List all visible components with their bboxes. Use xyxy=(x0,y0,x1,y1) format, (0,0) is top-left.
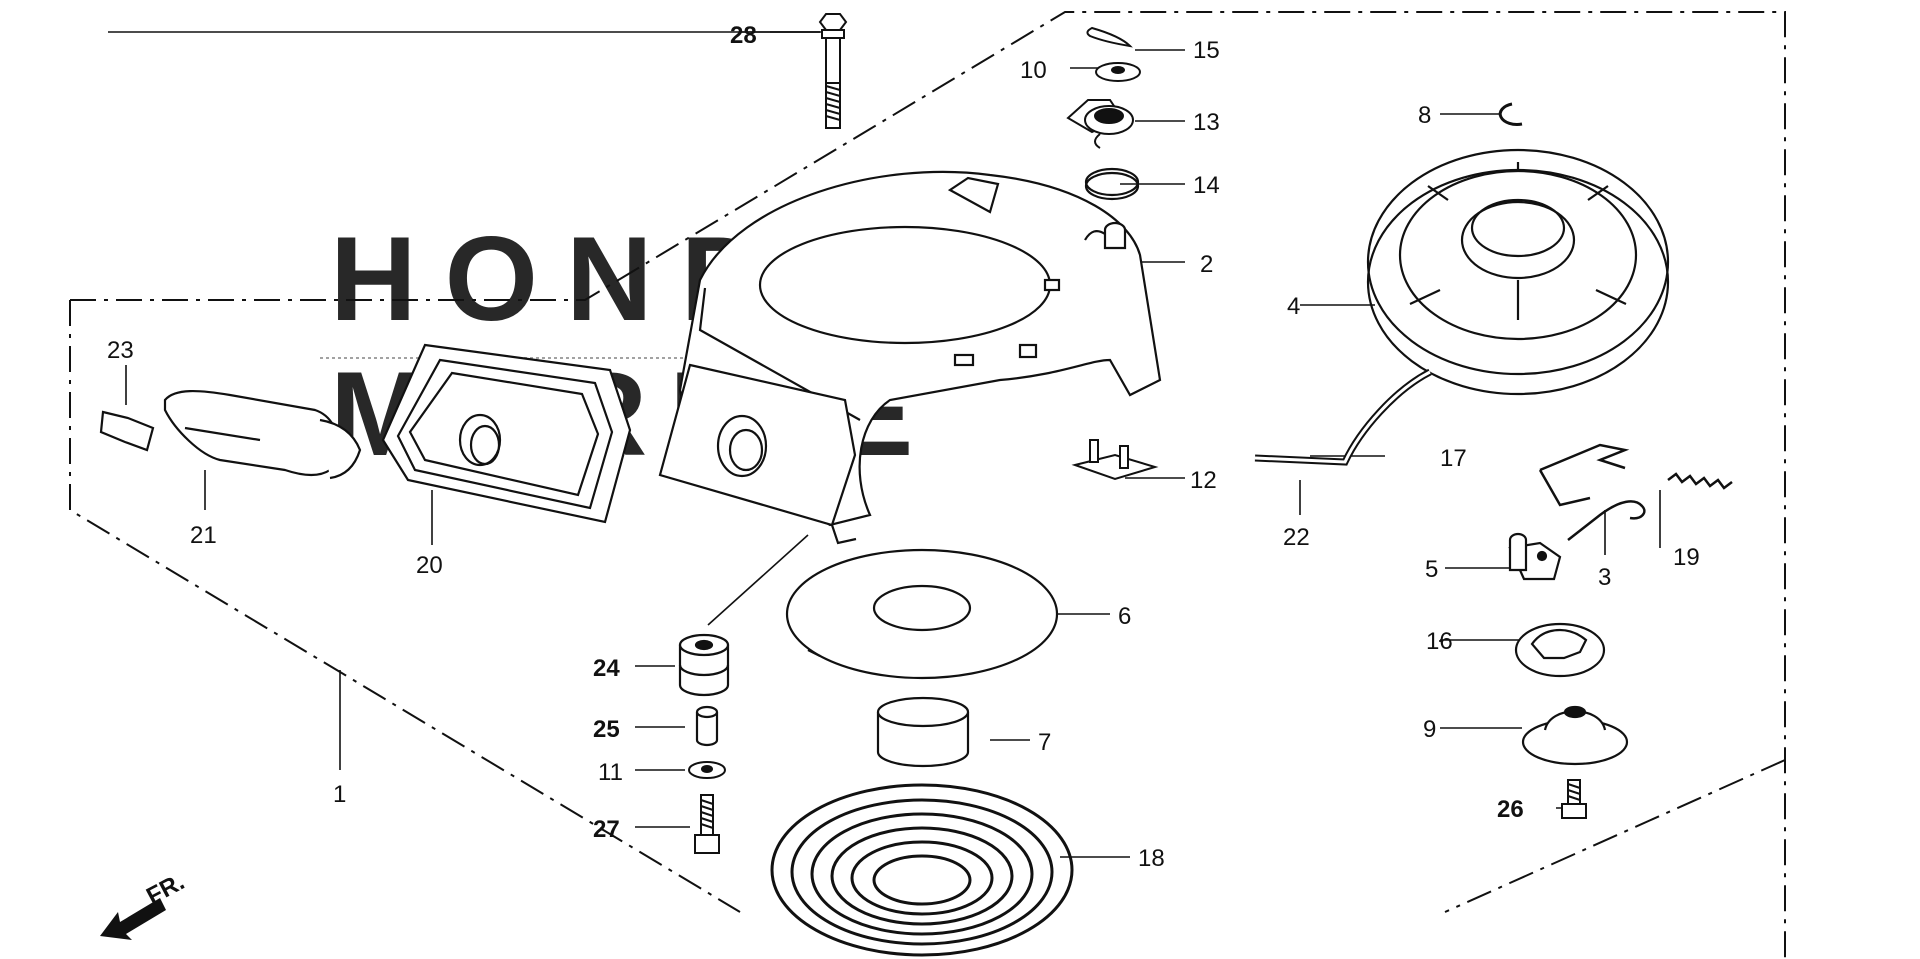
callout-21: 21 xyxy=(190,522,217,549)
callout-16: 16 xyxy=(1426,628,1453,655)
callout-25: 25 xyxy=(593,716,620,743)
callout-15: 15 xyxy=(1193,37,1220,64)
front-plate xyxy=(658,363,857,545)
callout-labels: 28 15 10 13 14 2 8 4 12 17 22 3 19 5 16 … xyxy=(107,22,1700,872)
pin-plate-12 xyxy=(1071,439,1159,481)
guide-13 xyxy=(1066,99,1135,149)
callout-18: 18 xyxy=(1138,845,1165,872)
cover-9 xyxy=(1521,705,1629,766)
front-indicator: FR. xyxy=(100,868,189,940)
callout-9: 9 xyxy=(1423,716,1436,743)
rubber-mount-24 xyxy=(678,633,730,697)
callout-3: 3 xyxy=(1598,564,1611,591)
callout-5: 5 xyxy=(1425,556,1438,583)
starter-grip-21 xyxy=(163,389,362,480)
callout-1: 1 xyxy=(333,781,346,808)
spiral-spring-18 xyxy=(770,783,1074,957)
callout-28: 28 xyxy=(730,22,757,49)
spring-17 xyxy=(1538,443,1630,507)
callout-11: 11 xyxy=(598,759,623,786)
leader-lines xyxy=(108,31,1661,858)
collar-25 xyxy=(695,705,719,747)
plate-6 xyxy=(785,548,1059,680)
grip-insert-23 xyxy=(99,410,155,452)
callout-12: 12 xyxy=(1190,467,1217,494)
callout-24: 24 xyxy=(593,655,620,682)
clip-15 xyxy=(1086,26,1133,48)
rope-guide-20 xyxy=(381,343,632,524)
front-arrow-icon xyxy=(100,898,166,940)
bolt-28 xyxy=(818,13,848,129)
front-label: FR. xyxy=(142,868,189,910)
callout-23: 23 xyxy=(107,337,134,364)
bolt-26 xyxy=(1561,779,1587,819)
callout-10: 10 xyxy=(1020,57,1047,84)
callout-20: 20 xyxy=(416,552,443,579)
callout-17: 17 xyxy=(1440,445,1467,472)
callout-6: 6 xyxy=(1118,603,1131,630)
callout-8: 8 xyxy=(1418,102,1431,129)
callout-13: 13 xyxy=(1193,109,1220,136)
ratchet-5 xyxy=(1508,532,1562,581)
rope-22 xyxy=(1254,368,1432,466)
callout-2: 2 xyxy=(1200,251,1213,278)
washer-11 xyxy=(688,761,726,779)
circlip-8 xyxy=(1498,102,1523,126)
callout-26: 26 xyxy=(1497,796,1524,823)
callout-14: 14 xyxy=(1193,172,1220,199)
reel-4 xyxy=(1366,148,1670,396)
callout-4: 4 xyxy=(1287,293,1300,320)
spring-14 xyxy=(1084,167,1140,201)
washer-10 xyxy=(1095,62,1141,82)
assembly-boundary xyxy=(69,11,1786,958)
callout-7: 7 xyxy=(1038,729,1051,756)
callout-19: 19 xyxy=(1673,544,1700,571)
bushing-7 xyxy=(876,696,970,768)
bolt-27 xyxy=(694,794,720,854)
wire-3 xyxy=(1567,500,1646,541)
callout-22: 22 xyxy=(1283,524,1310,551)
spring-19 xyxy=(1667,472,1733,490)
callout-27: 27 xyxy=(593,816,620,843)
friction-plate-16 xyxy=(1514,622,1606,678)
